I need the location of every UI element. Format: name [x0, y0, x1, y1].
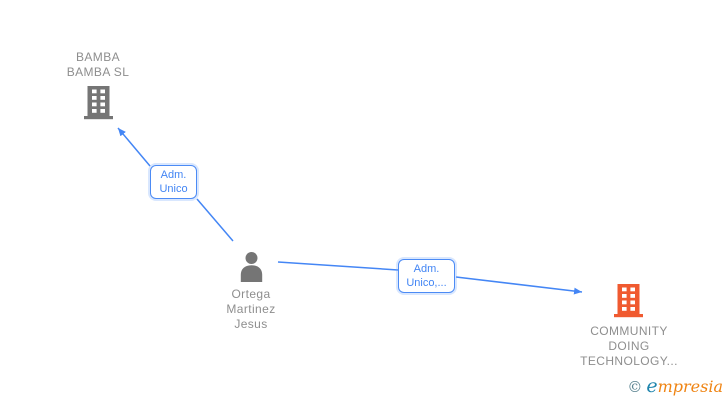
watermark-brand-initial: e	[646, 375, 658, 397]
edge-line-person-to-company-bottom-right	[455, 276, 583, 295]
person-name: Ortega Martinez Jesus	[226, 287, 276, 331]
node-person[interactable]: Ortega Martinez Jesus	[191, 251, 311, 336]
building-icon[interactable]	[614, 284, 643, 323]
company-bottom-name: COMMUNITY DOING TECHNOLOGY...	[580, 324, 678, 368]
empresia-watermark: ©empresia	[627, 375, 723, 397]
node-company-bottom[interactable]: COMMUNITY DOING TECHNOLOGY...	[554, 284, 704, 369]
watermark-brand-rest: mpresia	[657, 377, 723, 396]
edge-line-person-to-company-top-lower	[196, 198, 234, 242]
copyright-icon: ©	[627, 378, 643, 396]
edge-line-person-to-company-bottom-left	[277, 261, 399, 271]
node-company-top[interactable]: BAMBA BAMBA SL	[38, 50, 158, 125]
edge-label-adm-unico-etc[interactable]: Adm. Unico,...	[398, 259, 455, 293]
building-icon[interactable]	[84, 86, 113, 125]
person-icon[interactable]	[237, 251, 266, 287]
edge-line-person-to-company-top-upper	[117, 127, 151, 167]
company-top-name: BAMBA BAMBA SL	[66, 50, 130, 79]
edge-label-adm-unico[interactable]: Adm. Unico	[150, 165, 197, 199]
